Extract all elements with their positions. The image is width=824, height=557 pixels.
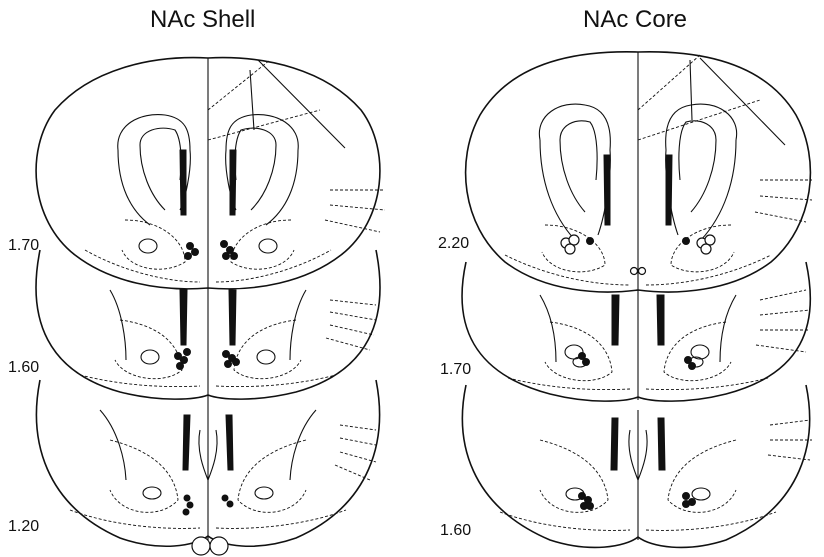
core-section-1 — [466, 52, 812, 292]
open-marker — [210, 537, 228, 555]
open-marker — [192, 537, 210, 555]
core-section-3 — [462, 385, 812, 547]
shell-section-1 — [36, 58, 385, 289]
shell-section-3 — [36, 380, 379, 555]
